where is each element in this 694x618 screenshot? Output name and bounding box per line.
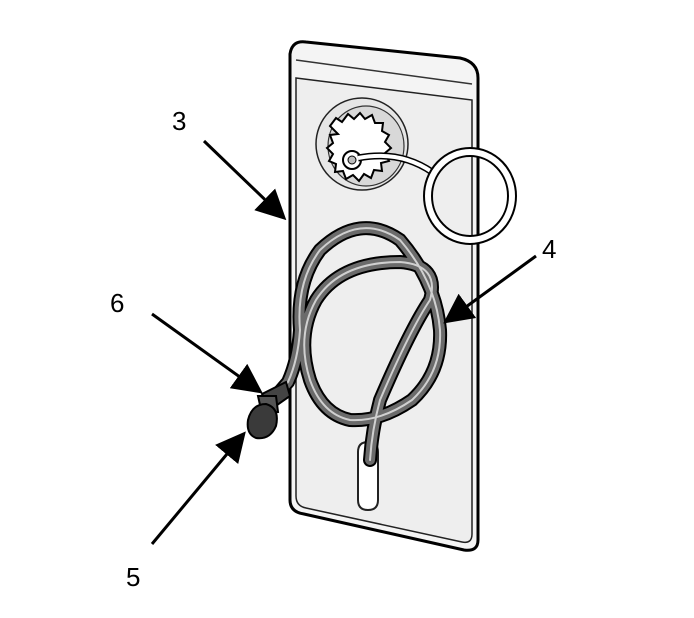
leader-arrow-3 — [202, 139, 287, 221]
callout-label-6: 6 — [110, 288, 124, 318]
callout-label-5: 5 — [126, 562, 140, 592]
leader-arrow-6 — [151, 312, 263, 394]
callout-label-3: 3 — [172, 106, 186, 136]
leader-lines — [150, 139, 537, 545]
knurled-cap — [325, 111, 393, 183]
callout-label-4: 4 — [542, 234, 556, 264]
coiled-hose — [269, 221, 448, 467]
tether-ring — [357, 147, 517, 245]
leader-arrow-5 — [150, 431, 246, 545]
leader-arrow-4 — [443, 254, 537, 324]
nozzle-tip — [246, 402, 278, 440]
